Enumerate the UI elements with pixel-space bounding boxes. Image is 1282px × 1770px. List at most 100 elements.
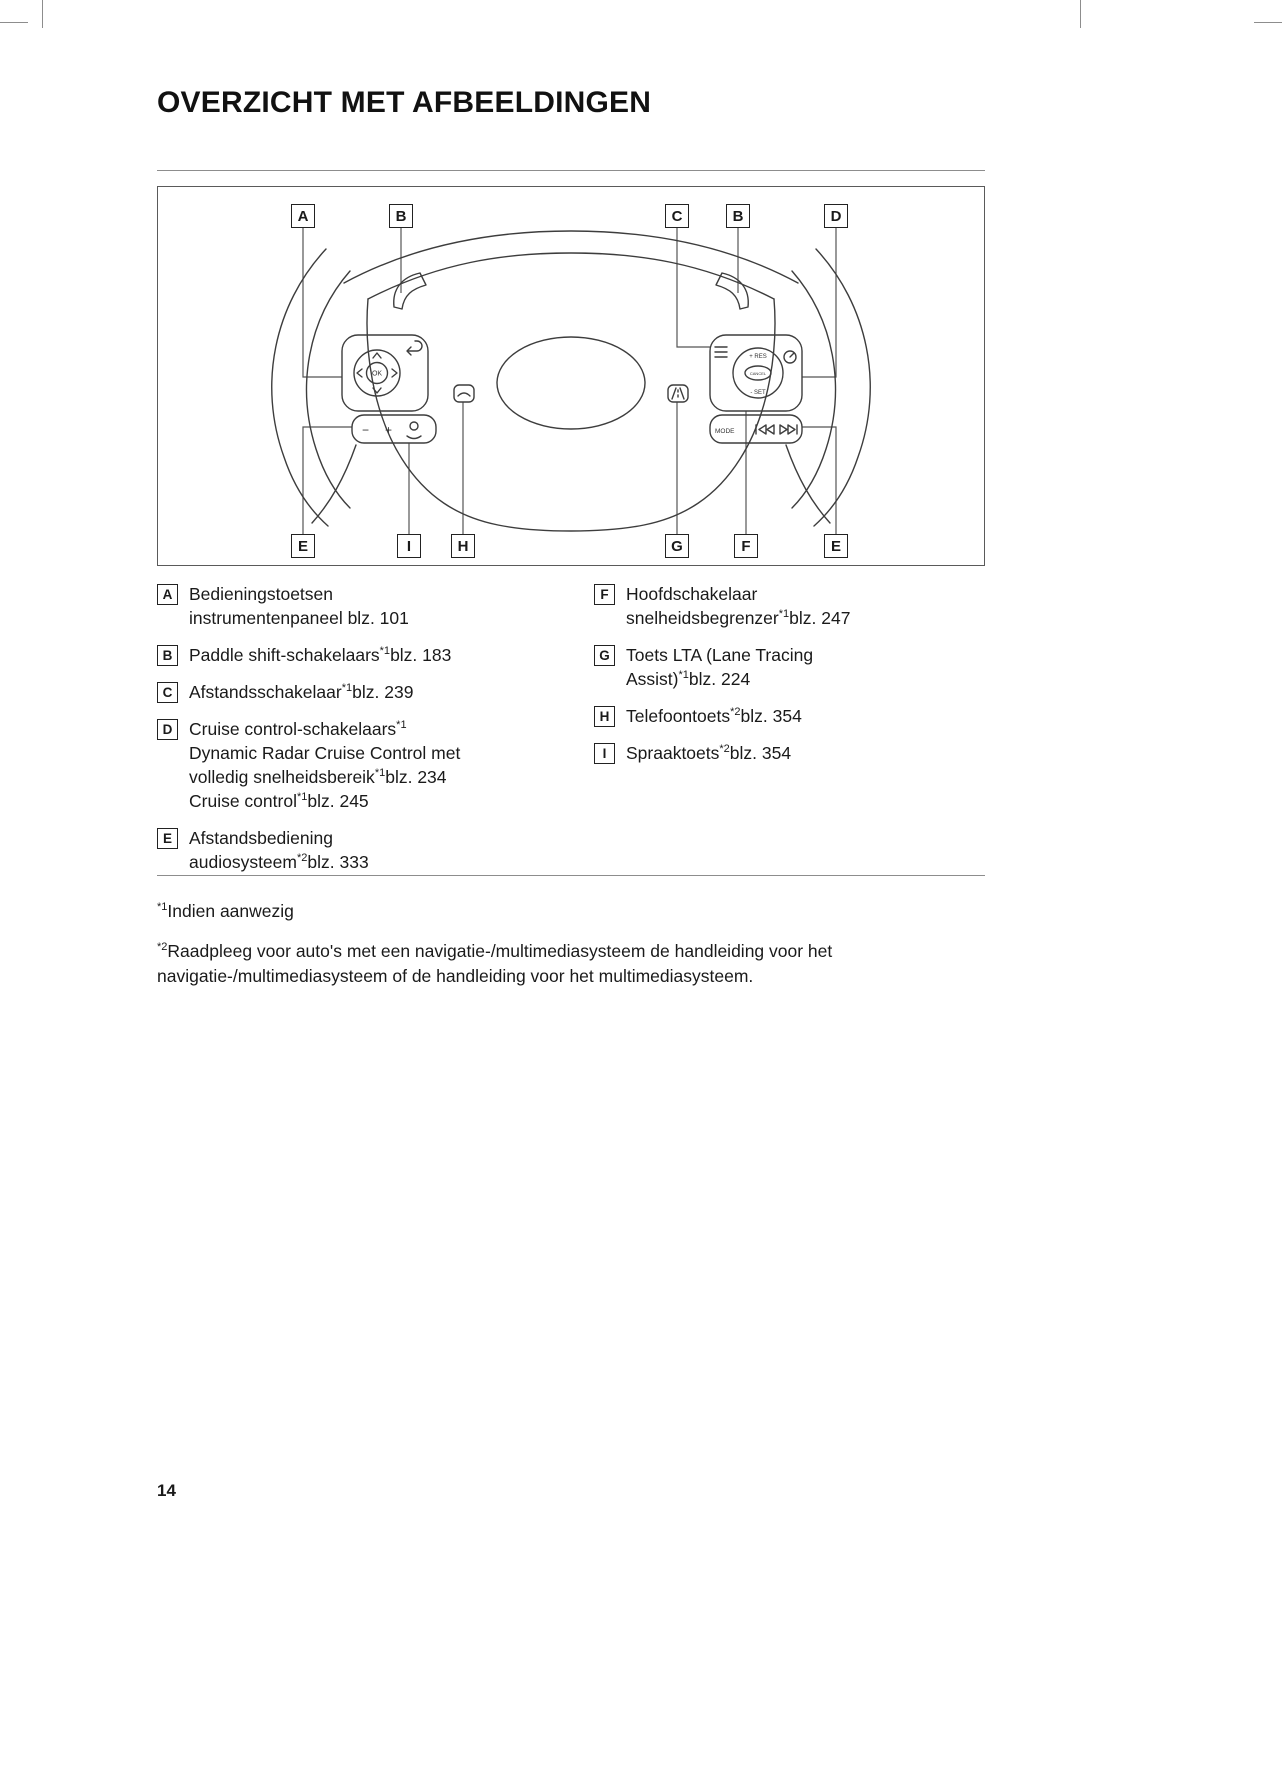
cruise-button-cluster xyxy=(709,334,803,412)
callout-b-top-right: B xyxy=(726,204,750,228)
rim-right-outer xyxy=(813,248,871,527)
phone-receiver-icon xyxy=(457,392,471,397)
superscript-marker: *1 xyxy=(678,669,689,682)
legend-line: Afstandsschakelaar*1blz. 239 xyxy=(189,680,413,704)
rim-left-inner xyxy=(305,270,351,509)
legend-description: Spraaktoets*2blz. 354 xyxy=(626,741,791,765)
crop-mark-top-left-vertical xyxy=(42,0,43,28)
callout-c-top: C xyxy=(665,204,689,228)
ok-button xyxy=(365,361,389,385)
superscript-marker: *1 xyxy=(341,682,353,695)
crop-mark-top-right-vertical xyxy=(1080,0,1081,28)
seek-back-icon xyxy=(758,424,775,435)
footnote-2: *2Raadpleeg voor auto's met een navigati… xyxy=(157,939,989,989)
superscript-marker: *1 xyxy=(157,901,168,914)
legend-description: Paddle shift-schakelaars*1blz. 183 xyxy=(189,643,451,667)
text-run: Assist) xyxy=(626,669,679,689)
text-run: blz. 247 xyxy=(789,608,851,628)
text-run: Cruise control-schakelaars xyxy=(189,719,397,739)
callout-d-top: D xyxy=(824,204,848,228)
control-labels: OK + RES CANCEL - SET MODE − + xyxy=(362,354,767,437)
footnotes: *1Indien aanwezig *2Raadpleeg voor auto's… xyxy=(157,899,989,1004)
text-run: blz. 333 xyxy=(307,852,369,872)
legend-description: Telefoontoets*2blz. 354 xyxy=(626,704,802,728)
text-run: blz. 224 xyxy=(688,669,751,689)
callout-connector-lines xyxy=(302,228,837,534)
lane-tracing-icon xyxy=(671,387,685,400)
callout-f-bottom: F xyxy=(734,534,758,558)
legend-line: volledig snelheidsbereik*1blz. 234 xyxy=(189,765,460,789)
volume-up-label: + xyxy=(385,423,392,437)
crop-mark-top-right-horizontal xyxy=(1254,22,1282,23)
legend-key-d: D xyxy=(157,719,178,740)
legend-line: Bedieningstoetsen xyxy=(189,582,409,606)
speed-limiter-icon xyxy=(783,350,797,364)
legend-key-i: I xyxy=(594,743,615,764)
seek-forward-icon xyxy=(779,424,796,435)
callout-g-bottom: G xyxy=(665,534,689,558)
text-run: Telefoontoets xyxy=(626,706,731,726)
callout-i-bottom: I xyxy=(397,534,421,558)
legend-key-b: B xyxy=(157,645,178,666)
text-run: blz. 354 xyxy=(740,706,802,726)
horn-pad xyxy=(496,336,646,430)
speed-limiter-needle-icon xyxy=(789,352,795,358)
mode-seek-cluster xyxy=(709,414,803,444)
text-run: Spraaktoets xyxy=(626,743,720,763)
legend-line: Cruise control-schakelaars*1 xyxy=(189,717,460,741)
volume-down-label: − xyxy=(362,423,369,437)
legend-line: Paddle shift-schakelaars*1blz. 183 xyxy=(189,643,451,667)
rim-top-inner xyxy=(367,252,775,300)
set-label: - SET xyxy=(750,390,766,396)
cancel-button xyxy=(744,365,772,381)
text-run: Afstandsschakelaar xyxy=(189,682,342,702)
dpad-down-arrow-icon xyxy=(372,387,382,394)
callout-h-bottom: H xyxy=(451,534,475,558)
crop-mark-top-left-horizontal xyxy=(0,22,28,23)
text-run: blz. 183 xyxy=(390,645,452,665)
back-arrow-head-icon xyxy=(406,346,412,356)
text-run: blz. 234 xyxy=(385,767,447,787)
left-button-cluster xyxy=(341,334,429,412)
legend-key-f: F xyxy=(594,584,615,605)
superscript-marker: *1 xyxy=(296,791,308,804)
dpad-ring xyxy=(353,349,401,397)
text-run: audiosysteem xyxy=(189,852,297,872)
res-label: + RES xyxy=(749,354,767,360)
steering-wheel-drawing: OK + RES CANCEL - SET MODE − + xyxy=(271,228,871,534)
superscript-marker: *2 xyxy=(719,743,730,756)
lta-button xyxy=(667,384,689,403)
callout-a-top: A xyxy=(291,204,315,228)
text-run: volledig snelheidsbereik xyxy=(189,767,375,787)
text-run: Dynamic Radar Cruise Control met xyxy=(189,743,461,763)
footnote-1: *1Indien aanwezig xyxy=(157,899,989,924)
dpad-right-arrow-icon xyxy=(391,368,398,378)
legend-line: Afstandsbediening xyxy=(189,826,369,850)
text-run: blz. 245 xyxy=(307,791,369,811)
rim-top-outer xyxy=(343,230,799,284)
rim-left-outer xyxy=(271,248,329,527)
legend-item-b: B Paddle shift-schakelaars*1blz. 183 xyxy=(157,643,577,667)
callout-e-bottom-right: E xyxy=(824,534,848,558)
legend-item-c: C Afstandsschakelaar*1blz. 239 xyxy=(157,680,577,704)
dpad-left-arrow-icon xyxy=(356,368,363,378)
cruise-dial xyxy=(732,347,784,399)
legend-line: Hoofdschakelaar xyxy=(626,582,850,606)
legend-line: Assist)*1blz. 224 xyxy=(626,667,813,691)
dpad-up-arrow-icon xyxy=(372,352,382,359)
title-divider xyxy=(157,170,985,171)
steering-wheel-outline xyxy=(271,230,871,532)
text-run: snelheidsbegrenzer xyxy=(626,608,779,628)
talk-icon-head xyxy=(409,421,419,431)
phone-button xyxy=(453,384,475,403)
legend-key-g: G xyxy=(594,645,615,666)
superscript-marker: *1 xyxy=(379,645,391,658)
legend-key-c: C xyxy=(157,682,178,703)
